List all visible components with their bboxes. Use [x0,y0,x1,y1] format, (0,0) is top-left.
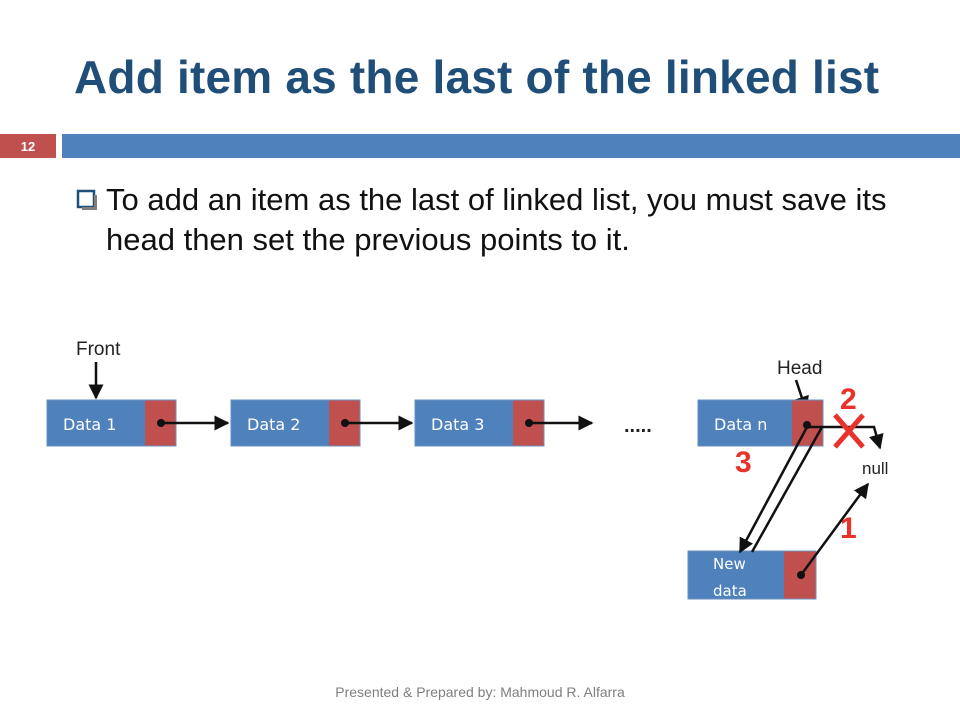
new-null-link [799,482,870,576]
step-number-1: 1 [840,512,857,545]
bullet-item: To add an item as the last of linked lis… [76,180,896,260]
node-data-box [688,551,784,599]
front-label: Front [76,339,121,360]
step-number-2: 2 [840,383,857,416]
node-label: Data 1 [63,415,116,434]
bullet-text: To add an item as the last of linked lis… [106,182,887,257]
node-data-2: Data 2 [230,399,361,447]
slide-number: 12 [0,134,56,158]
node-label: Data 2 [247,415,300,434]
node-data-n: Data n [697,399,824,447]
head-to-new-link [750,426,824,553]
slide-title: Add item as the last of the linked list [74,51,880,103]
head-label: Head [777,358,822,379]
cross-icon [833,413,865,449]
node-data-3: Data 3 [414,399,545,447]
new-node-label-line2: data [713,582,747,600]
ellipsis: ..... [624,415,652,437]
node-data-box [698,400,792,446]
header-bar [62,134,960,158]
node-new-data: New data [687,550,817,600]
null-label: null [862,459,888,478]
node-data-box [47,400,145,446]
node-n-to-new-link [738,426,809,554]
node-data-1: Data 1 [46,399,177,447]
old-null-link [807,425,884,450]
new-node-label-line1: New [713,555,746,573]
footer-credit: Presented & Prepared by: Mahmoud R. Alfa… [335,684,625,700]
node-label: Data n [714,415,767,434]
node-data-box [231,400,329,446]
node-label: Data 3 [431,415,484,434]
step-number-3: 3 [735,446,752,479]
hollow-square-icon [76,189,97,210]
node-data-box [415,400,513,446]
